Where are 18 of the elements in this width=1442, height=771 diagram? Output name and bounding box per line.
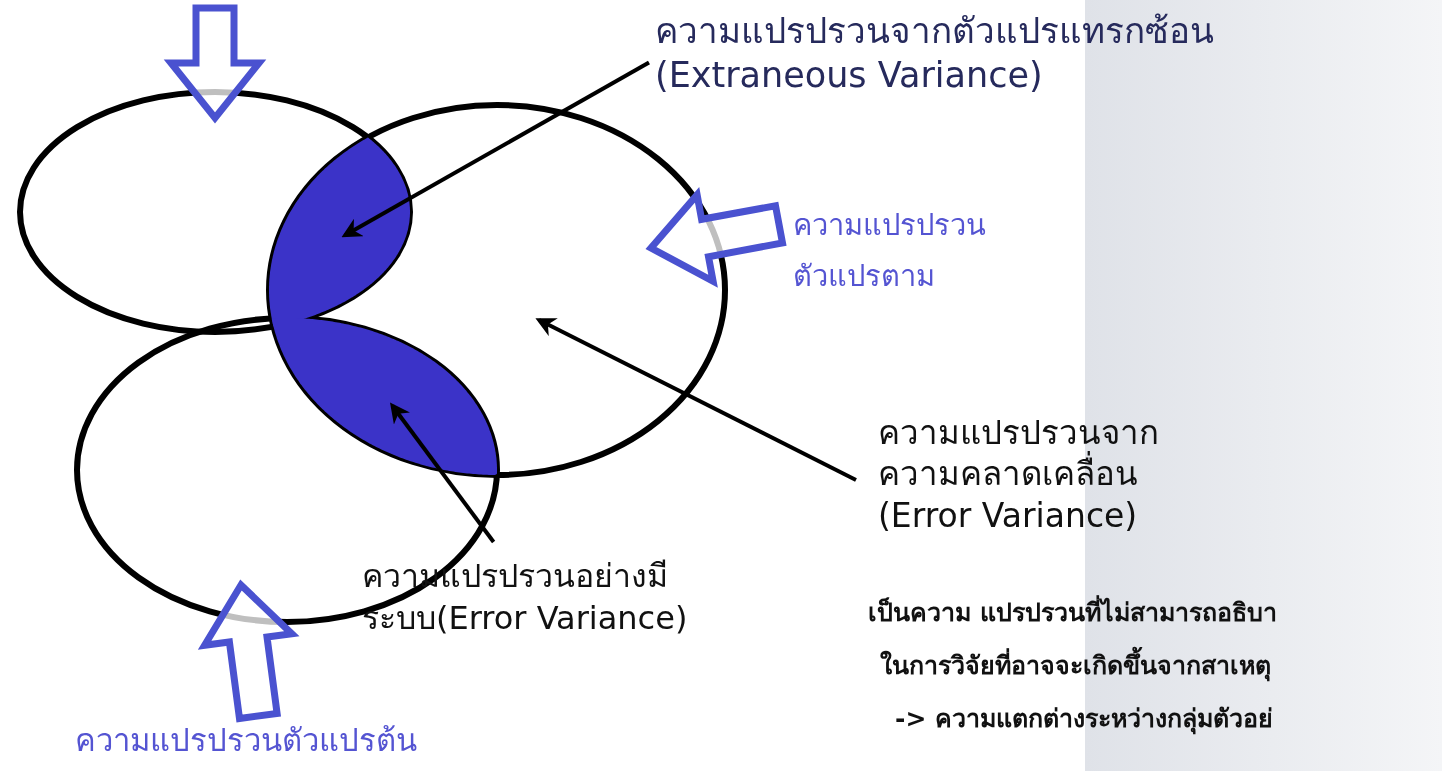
- callout-text: ความแปรปรวนตัวแปรตาม: [793, 207, 987, 295]
- circle: [17, 89, 413, 335]
- description-text: ในการวิจัยที่อาจจะเกิดขึ้นจากสาเหตุ: [880, 645, 1271, 685]
- description-text: -> ความแตกต่างระหว่างกลุ่มตัวอย่: [895, 703, 1274, 737]
- block-arrow: [645, 186, 787, 288]
- leader-line: [341, 60, 650, 238]
- shaded-region: [271, 318, 497, 475]
- callout-text: (Extraneous Variance): [655, 53, 1044, 97]
- block-arrow: [197, 579, 300, 723]
- leader-line: [390, 402, 496, 544]
- block-arrow: [163, 4, 267, 124]
- callout-text: (Error Variance): [878, 494, 1139, 536]
- description-text: เป็นความ แปรปรวนที่ไม่สามารถอธิบา: [868, 592, 1277, 632]
- callout-text: ความแปรปรวนตัวแปรต้น: [75, 722, 418, 760]
- callout-text: ความแปรปรวนจากความคลาดเคลื่อน: [878, 412, 1160, 495]
- callout-text: ความแปรปรวนจากตัวแปรแทรกซ้อน: [655, 10, 1215, 53]
- leader-line: [535, 318, 857, 482]
- circle: [266, 102, 728, 478]
